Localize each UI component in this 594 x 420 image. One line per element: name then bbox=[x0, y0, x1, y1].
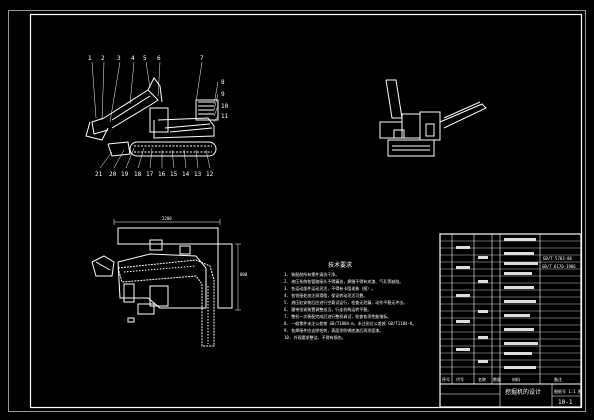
balloons-bottom: 21 20 19 18 17 16 15 14 13 12 bbox=[95, 171, 214, 178]
balloon-label: 2 bbox=[101, 55, 105, 62]
balloon-label: 15 bbox=[170, 171, 178, 178]
drawing-title: 挖掘机的设计 bbox=[505, 388, 541, 396]
scale-info: 图纸号 1:1 图 bbox=[554, 388, 582, 394]
outer-border bbox=[8, 10, 586, 412]
balloon-label: 8 bbox=[221, 79, 225, 86]
balloon-label: 6 bbox=[157, 55, 161, 62]
balloon-label: 1 bbox=[88, 55, 92, 62]
col-header-qty: 数量 bbox=[493, 376, 501, 382]
note-item: 6. 履带张紧装置调整适当，行走机构运转平稳。 bbox=[284, 306, 371, 312]
parts-list-header-text: GB/T 5783-86 GB/T 6170-1986 序号 代号 名称 数量 … bbox=[442, 256, 576, 382]
note-item: 1. 装配前所有零件清洗干净。 bbox=[284, 271, 339, 277]
technical-notes: 技术要求 1. 装配前所有零件清洗干净。 2. 液压系统各管路接头不得漏油，焊缝… bbox=[284, 261, 416, 340]
dimension-plan-height: 800 bbox=[240, 272, 248, 277]
note-item: 4. 各铰接处加注润滑脂，保证转动灵活可靠。 bbox=[284, 292, 367, 298]
balloon-label: 14 bbox=[182, 171, 190, 178]
standard-code: GB/T 5783-86 bbox=[543, 256, 572, 261]
balloon-label: 18 bbox=[134, 171, 142, 178]
excavator-plan-view bbox=[91, 219, 241, 347]
inner-border bbox=[29, 13, 583, 409]
balloon-label: 13 bbox=[194, 171, 202, 178]
balloon-label: 17 bbox=[146, 171, 154, 178]
dimension-plan-width: 2200 bbox=[162, 216, 172, 221]
balloons-top: 1 2 3 4 5 6 7 bbox=[88, 55, 204, 62]
col-header-no: 序号 bbox=[442, 376, 450, 382]
col-header-material: 材料 bbox=[512, 376, 520, 382]
balloons-right: 8 9 10 11 bbox=[221, 79, 229, 120]
balloon-label: 19 bbox=[121, 171, 129, 178]
note-item: 9. 各焊接件应去除毛刺，表面涂防锈底漆后再涂面漆。 bbox=[284, 327, 383, 333]
balloon-label: 10 bbox=[221, 103, 229, 110]
excavator-elevation-view bbox=[85, 61, 219, 169]
note-item: 10. 外观要求整洁，不得有损伤。 bbox=[284, 334, 346, 340]
col-header-remarks: 备注 bbox=[554, 376, 562, 382]
drawing-number: 10-1 bbox=[558, 399, 573, 406]
balloon-label: 20 bbox=[109, 171, 117, 178]
balloon-label: 11 bbox=[221, 113, 229, 120]
balloon-label: 12 bbox=[206, 171, 214, 178]
parts-list-fills bbox=[456, 238, 538, 369]
balloon-label: 5 bbox=[143, 55, 147, 62]
balloon-label: 16 bbox=[158, 171, 166, 178]
col-header-name: 名称 bbox=[478, 376, 486, 382]
balloon-label: 3 bbox=[117, 55, 121, 62]
balloon-label: 9 bbox=[221, 91, 225, 98]
balloon-label: 4 bbox=[131, 55, 135, 62]
balloon-label: 7 bbox=[200, 55, 204, 62]
col-header-code: 代号 bbox=[456, 376, 464, 382]
note-item: 5. 液压缸安装后应进行空载试运行，检查无泄漏，动作平稳无冲击。 bbox=[284, 299, 407, 305]
notes-title: 技术要求 bbox=[328, 261, 352, 269]
note-item: 2. 液压系统各管路接头不得漏油，焊缝不得有夹渣、气孔等缺陷。 bbox=[284, 278, 403, 284]
note-item: 7. 整机一次装配完成后进行整机调试，检查各项性能指标。 bbox=[284, 313, 391, 319]
parts-list-table bbox=[439, 233, 582, 408]
note-item: 3. 各运动部件运动灵活，不得有卡阻现象（图）。 bbox=[284, 285, 375, 291]
note-item: 8. 一般零件未注公差按 GB/T1804-m，未注形位公差按 GB/T1184… bbox=[284, 320, 416, 326]
balloon-label: 21 bbox=[95, 171, 103, 178]
excavator-side-view bbox=[379, 79, 487, 157]
standard-code-2: GB/T 6170-1986 bbox=[542, 264, 576, 269]
